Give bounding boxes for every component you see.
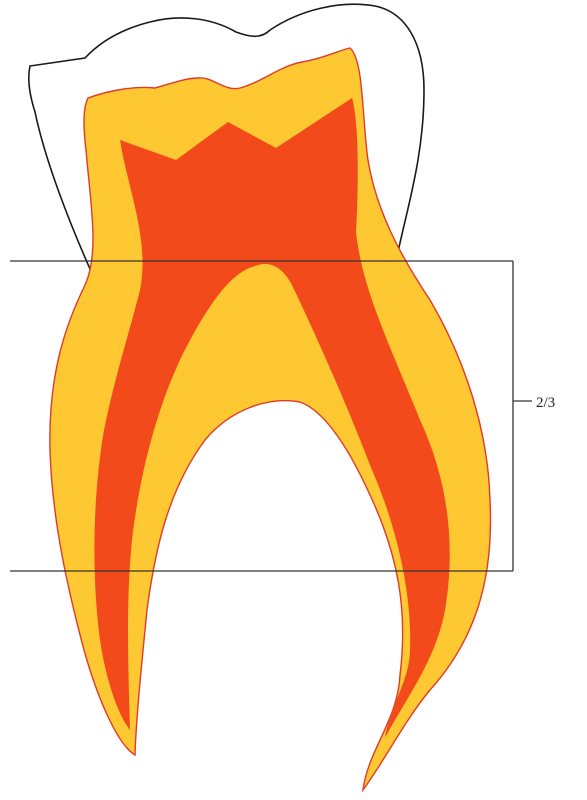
bracket-label: 2/3 (536, 395, 555, 411)
